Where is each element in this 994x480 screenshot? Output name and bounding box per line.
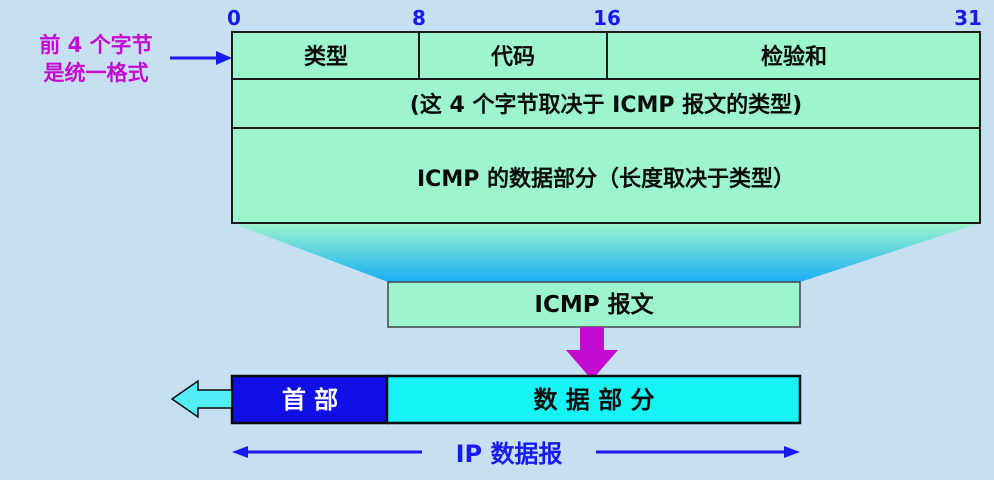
ip-datagram-label-bg [424, 434, 594, 470]
ip-header-block [230, 374, 389, 425]
expansion-funnel [232, 223, 980, 282]
ip-header-label: 首 部 [282, 386, 338, 414]
bit-label-31: 31 [954, 6, 982, 30]
ip-datagram-label: IP 数据报 [456, 440, 563, 468]
field-data-part: ICMP 的数据部分（长度取决于类型） [417, 166, 795, 192]
side-note-arrow [170, 51, 232, 65]
field-code: 代码 [490, 45, 535, 70]
field-rest-of-header: (这 4 个字节取决于 ICMP 报文的类型) [410, 92, 802, 118]
field-type: 类型 [304, 45, 348, 70]
bit-label-0: 0 [227, 6, 241, 30]
ip-data-label: 数 据 部 分 [533, 386, 654, 414]
ip-data-block [385, 374, 802, 425]
bit-label-16: 16 [593, 6, 621, 30]
side-note-line1: 前 4 个字节 [39, 33, 152, 57]
side-note-line2: 是统一格式 [44, 61, 149, 85]
field-checksum: 检验和 [761, 44, 827, 70]
bit-label-8: 8 [412, 6, 426, 30]
ip-datagram-span-arrow [232, 446, 800, 458]
icmp-message-label: ICMP 报文 [534, 291, 654, 318]
icmp-header-table [231, 31, 981, 224]
encapsulation-arrow [566, 327, 618, 380]
left-hollow-arrow [170, 379, 233, 419]
